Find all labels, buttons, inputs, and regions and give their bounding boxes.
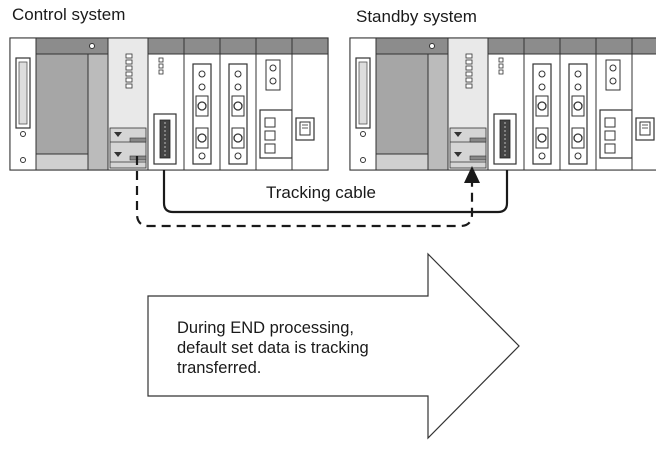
control-system-rack xyxy=(9,37,329,171)
standby-system-rack xyxy=(349,37,656,171)
tracking-cable xyxy=(162,170,509,214)
process-note: During END processing, default set data … xyxy=(177,318,369,378)
note-line-3: transferred. xyxy=(177,359,262,377)
process-arrow-shape xyxy=(147,252,520,440)
note-line-2: default set data is tracking xyxy=(177,339,369,357)
transfer-path-dashed xyxy=(135,156,474,228)
note-line-1: During END processing, xyxy=(177,319,354,337)
transfer-arrowhead-icon xyxy=(464,166,480,183)
standby-system-label: Standby system xyxy=(356,7,477,26)
control-system-label: Control system xyxy=(12,5,126,24)
tracking-cable-label: Tracking cable xyxy=(266,183,376,202)
